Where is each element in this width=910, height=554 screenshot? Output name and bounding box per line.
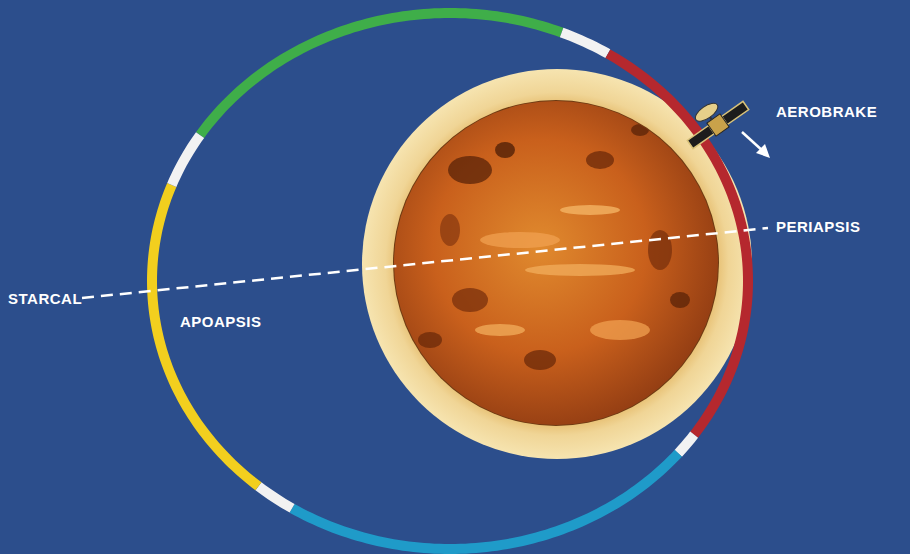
orbit-segment bbox=[258, 486, 292, 508]
orbit-segment bbox=[678, 435, 694, 454]
orbit-segment bbox=[608, 54, 748, 435]
maneuver-label: STARCAL bbox=[8, 290, 82, 308]
surface-spot bbox=[448, 156, 492, 184]
orbit-point-label: APOAPSIS bbox=[180, 313, 262, 331]
surface-spot bbox=[475, 324, 525, 336]
surface-features bbox=[418, 124, 690, 370]
surface-spot bbox=[525, 264, 635, 276]
surface-spot bbox=[648, 230, 672, 270]
surface-spot bbox=[586, 151, 614, 169]
surface-spot bbox=[631, 124, 649, 136]
planet-rim bbox=[393, 100, 719, 426]
surface-spot bbox=[670, 292, 690, 308]
surface-spot bbox=[495, 142, 515, 158]
apsis-line bbox=[82, 228, 768, 298]
surface-spot bbox=[480, 232, 560, 248]
surface-spot bbox=[440, 214, 460, 246]
venus-planet bbox=[394, 101, 718, 425]
orbit-segment bbox=[152, 185, 258, 486]
maneuver-label: AEROBRAKE bbox=[776, 103, 877, 121]
surface-spot bbox=[452, 288, 488, 312]
surface-spot bbox=[418, 332, 442, 348]
orbit-segment bbox=[172, 135, 200, 185]
surface-spot bbox=[590, 320, 650, 340]
orbit-segment bbox=[292, 453, 678, 549]
orbit-segment bbox=[200, 13, 562, 135]
orbit-segment bbox=[562, 33, 608, 54]
surface-spot bbox=[524, 350, 556, 370]
orbit-point-label: PERIAPSIS bbox=[776, 218, 861, 236]
surface-spot bbox=[560, 205, 620, 215]
motion-arrow bbox=[742, 132, 770, 158]
spacecraft bbox=[677, 87, 750, 151]
